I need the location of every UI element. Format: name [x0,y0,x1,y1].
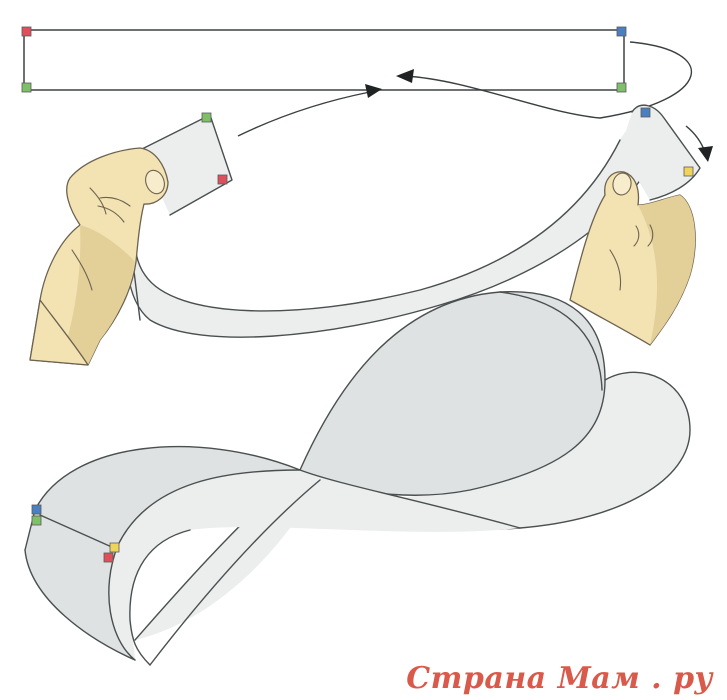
right-end-marker-blue [640,107,651,118]
flat-paper-strip [21,26,627,93]
right-thumb-nail [612,172,632,196]
right-end-marker-yellow [683,166,694,177]
watermark-logo: Страна Мам . ру [406,661,713,696]
arrow-upper-left [404,41,693,119]
arrow-upper-left-head [396,69,414,83]
left-end-marker-red [217,174,228,185]
arrow-middle-right-head [365,84,382,98]
arrow-middle-right [237,91,371,137]
arrow-twist-down-head [698,146,713,162]
right-hand [569,104,701,346]
loop-marker-green [31,515,42,526]
loop-marker-yellow [109,542,120,553]
motion-arrows [237,41,713,162]
loop-marker-red [103,552,114,563]
corner-marker-blue-top-right [616,26,627,37]
loop-marker-blue [31,504,42,515]
corner-marker-green-bottom-right [616,82,627,93]
corner-marker-green-bottom-left [21,82,32,93]
twisted-paper-loop [24,118,691,666]
left-thumb-nail [145,169,165,195]
left-end-marker-green [201,112,212,123]
corner-marker-red-top-left [21,26,32,37]
left-hand [29,112,233,366]
